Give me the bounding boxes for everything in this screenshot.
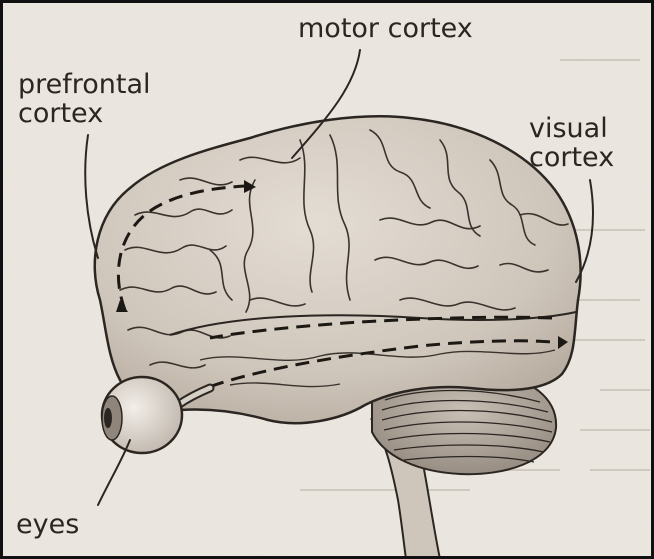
label-visual-cortex: visual cortex	[529, 114, 614, 172]
label-visual-line-2: cortex	[529, 143, 614, 172]
label-motor-cortex: motor cortex	[298, 14, 473, 43]
label-prefrontal-line-1: prefrontal	[18, 70, 151, 99]
label-visual-line-1: visual	[529, 114, 614, 143]
eye	[102, 377, 182, 453]
label-prefrontal-line-2: cortex	[18, 99, 151, 128]
label-prefrontal-cortex: prefrontal cortex	[18, 70, 151, 128]
label-eyes: eyes	[16, 510, 79, 539]
